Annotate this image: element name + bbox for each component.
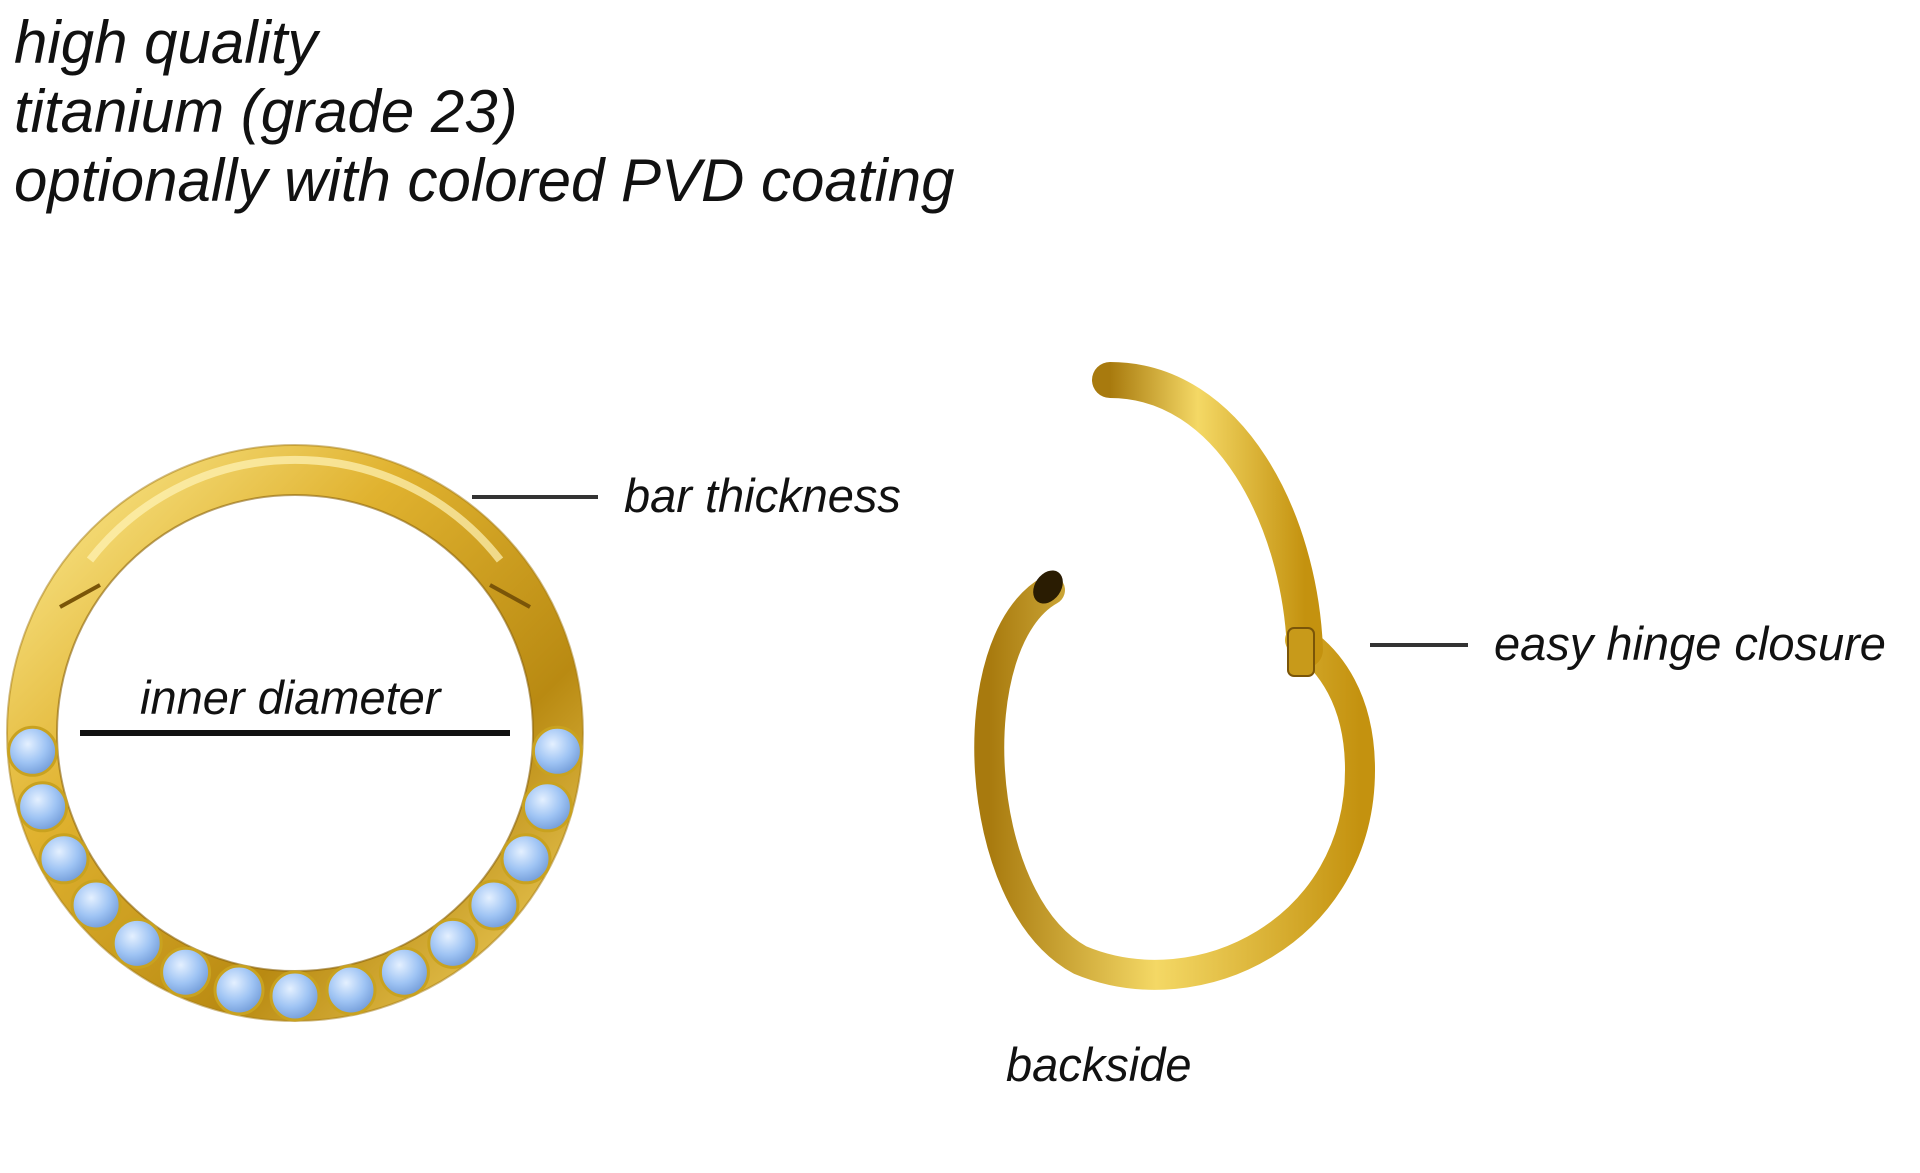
opal-gem — [38, 833, 90, 885]
opal-gem — [325, 964, 377, 1016]
back-ring — [974, 362, 1376, 990]
bar-thickness-label: bar thickness — [624, 469, 901, 522]
inner-diameter-label: inner diameter — [140, 671, 443, 724]
feature-list: high quality titanium (grade 23) optiona… — [14, 8, 955, 215]
opal-gem — [500, 833, 552, 885]
feature-high-quality: high quality — [14, 9, 318, 76]
feature-pvd-coating: optionally with colored PVD coating — [14, 147, 955, 214]
gem-row — [7, 725, 583, 1022]
opal-gem — [521, 781, 573, 833]
feature-titanium-grade: titanium (grade 23) — [14, 78, 518, 145]
opal-gem — [70, 879, 122, 931]
front-ring-highlight — [86, 455, 504, 563]
backside-label: backside — [1006, 1038, 1192, 1091]
opal-gem — [531, 725, 583, 777]
opal-gem — [269, 970, 321, 1022]
hinge-seam-left — [59, 583, 101, 609]
hinge-joint — [1287, 627, 1315, 677]
back-ring-upper-arc — [1092, 362, 1323, 668]
hinge-seam-right — [489, 583, 531, 609]
hinge-closure-label: easy hinge closure — [1494, 617, 1886, 670]
back-ring-open-end — [1033, 570, 1063, 604]
front-ring — [6, 444, 584, 1022]
opal-gem — [213, 964, 265, 1016]
opal-gem — [160, 946, 212, 998]
opal-gem — [468, 879, 520, 931]
opal-gem — [378, 946, 430, 998]
opal-gem — [111, 917, 163, 969]
opal-gem — [17, 781, 69, 833]
back-ring-lower-arc — [974, 575, 1376, 990]
opal-gem — [427, 917, 479, 969]
opal-gem — [7, 725, 59, 777]
